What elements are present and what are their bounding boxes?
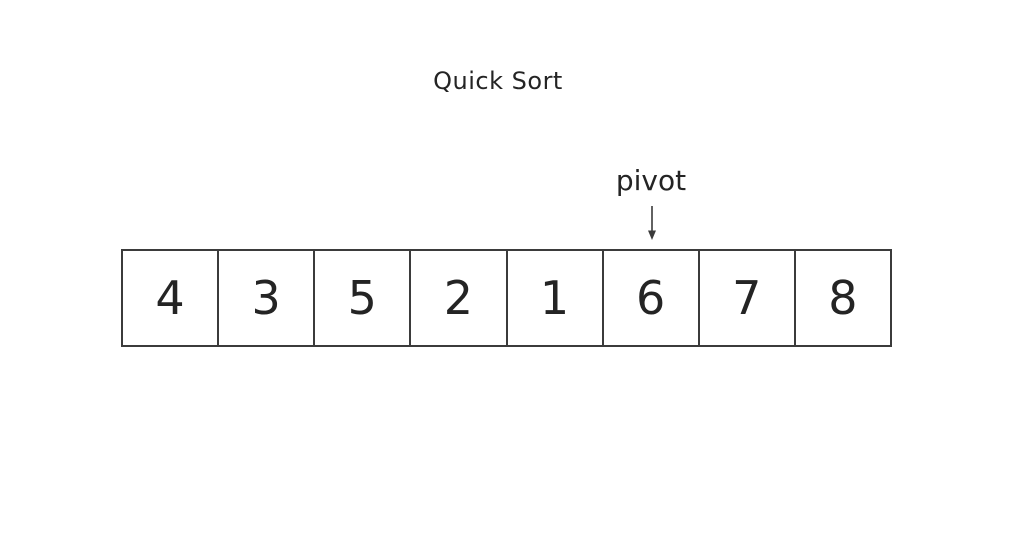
array-cell-4: 1 [508,251,604,345]
array-cell-6: 7 [700,251,796,345]
array-cell-1: 3 [219,251,316,345]
array-cell-value: 6 [636,271,666,325]
array-container: 4 3 5 2 1 6 7 8 [121,249,892,347]
array-cell-0: 4 [123,251,220,345]
array-cell-value: 5 [347,271,377,325]
array-cell-3: 2 [411,251,508,345]
array-cell-5-pivot: 6 [604,251,700,345]
array-cell-value: 4 [155,271,185,325]
array-cell-7: 8 [796,251,890,345]
pivot-arrow-down-icon [648,206,656,240]
array-cell-value: 7 [732,271,762,325]
diagram-title: Quick Sort [433,67,563,95]
array-cell-value: 3 [251,271,281,325]
array-cell-2: 5 [315,251,412,345]
array-cell-value: 1 [539,271,570,325]
array-cell-value: 8 [828,271,858,325]
array-cell-value: 2 [443,271,474,325]
pivot-label: pivot [615,164,687,197]
